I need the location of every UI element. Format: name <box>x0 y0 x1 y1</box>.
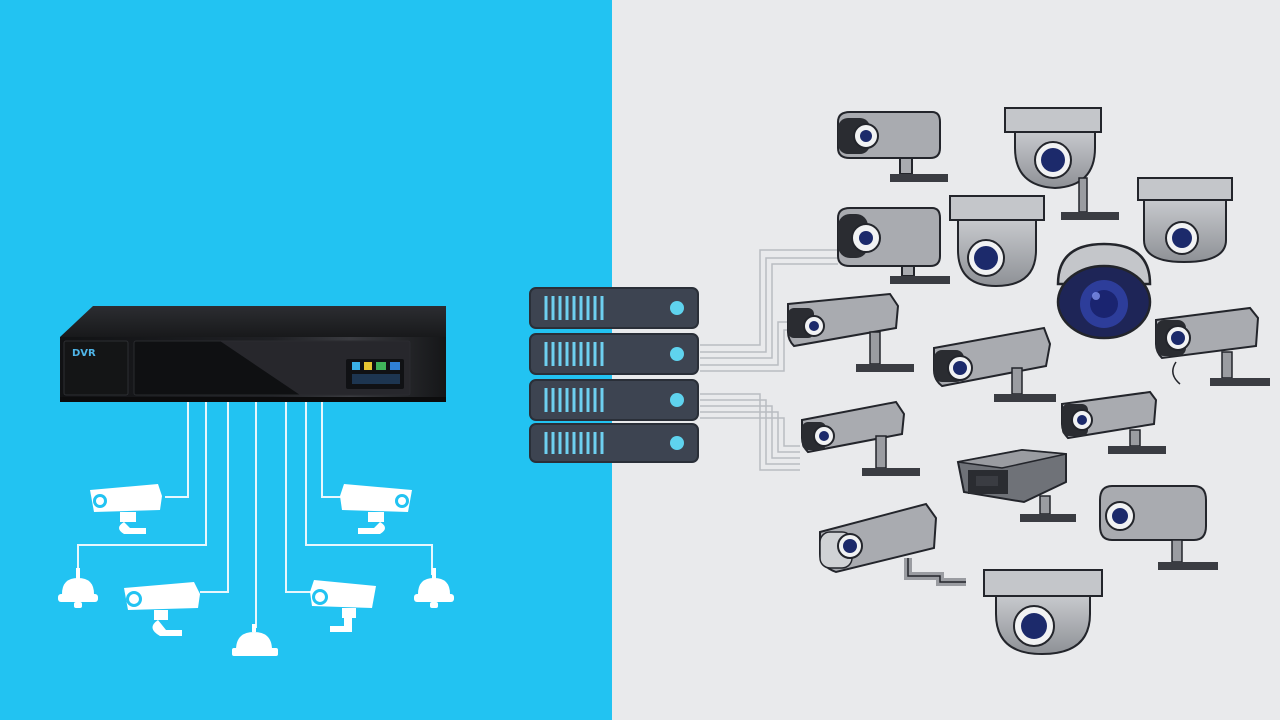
dvr-recorder-icon: DVR <box>60 306 446 402</box>
dome-camera-icon <box>1004 107 1119 220</box>
box-camera-icon <box>956 448 1076 522</box>
bullet-camera-icon <box>1099 485 1218 570</box>
bullet-camera-icon <box>340 484 412 534</box>
right-wires <box>700 249 838 471</box>
bullet-camera-icon <box>90 484 162 534</box>
dome-camera-icon <box>58 568 98 608</box>
bullet-camera-icon <box>837 207 950 284</box>
bullet-camera-icon <box>1155 306 1270 386</box>
bullet-camera-icon <box>819 502 966 586</box>
server-unit <box>529 423 699 463</box>
bullet-camera-icon <box>310 580 376 632</box>
dome-camera-icon <box>414 568 454 608</box>
bullet-camera-icon <box>801 400 920 476</box>
bullet-camera-icon <box>837 111 948 182</box>
bullet-camera-icon <box>124 582 200 636</box>
server-unit <box>529 379 699 421</box>
server-unit <box>529 287 699 329</box>
dome-camera-icon <box>232 624 278 656</box>
dvr-brand-label: DVR <box>72 348 96 359</box>
dome-camera-icon <box>1056 242 1152 340</box>
dome-camera-icon <box>983 569 1103 656</box>
dome-camera-icon <box>1137 177 1233 264</box>
bullet-camera-icon <box>933 326 1056 402</box>
server-rack-icon <box>529 287 699 463</box>
dome-camera-icon <box>949 195 1045 288</box>
server-unit <box>529 333 699 375</box>
bullet-camera-icon <box>787 292 914 372</box>
bullet-camera-icon <box>1061 390 1166 454</box>
